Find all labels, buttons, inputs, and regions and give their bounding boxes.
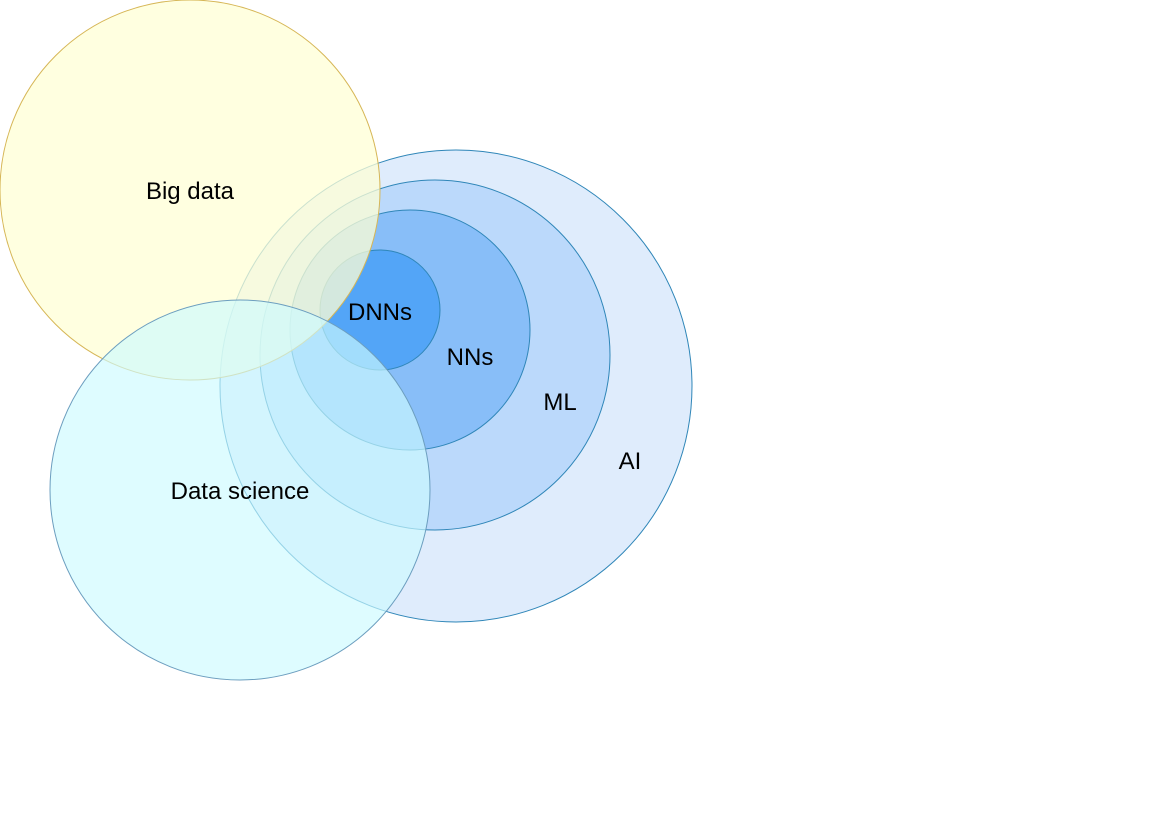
data-science-label: Data science (171, 478, 310, 505)
dnns-label: DNNs (348, 299, 412, 326)
data-science-circle (49, 299, 431, 681)
ai-label: AI (619, 448, 642, 475)
big-data-label: Big data (146, 178, 235, 205)
ml-label: ML (543, 389, 576, 416)
nns-label: NNs (447, 344, 494, 371)
